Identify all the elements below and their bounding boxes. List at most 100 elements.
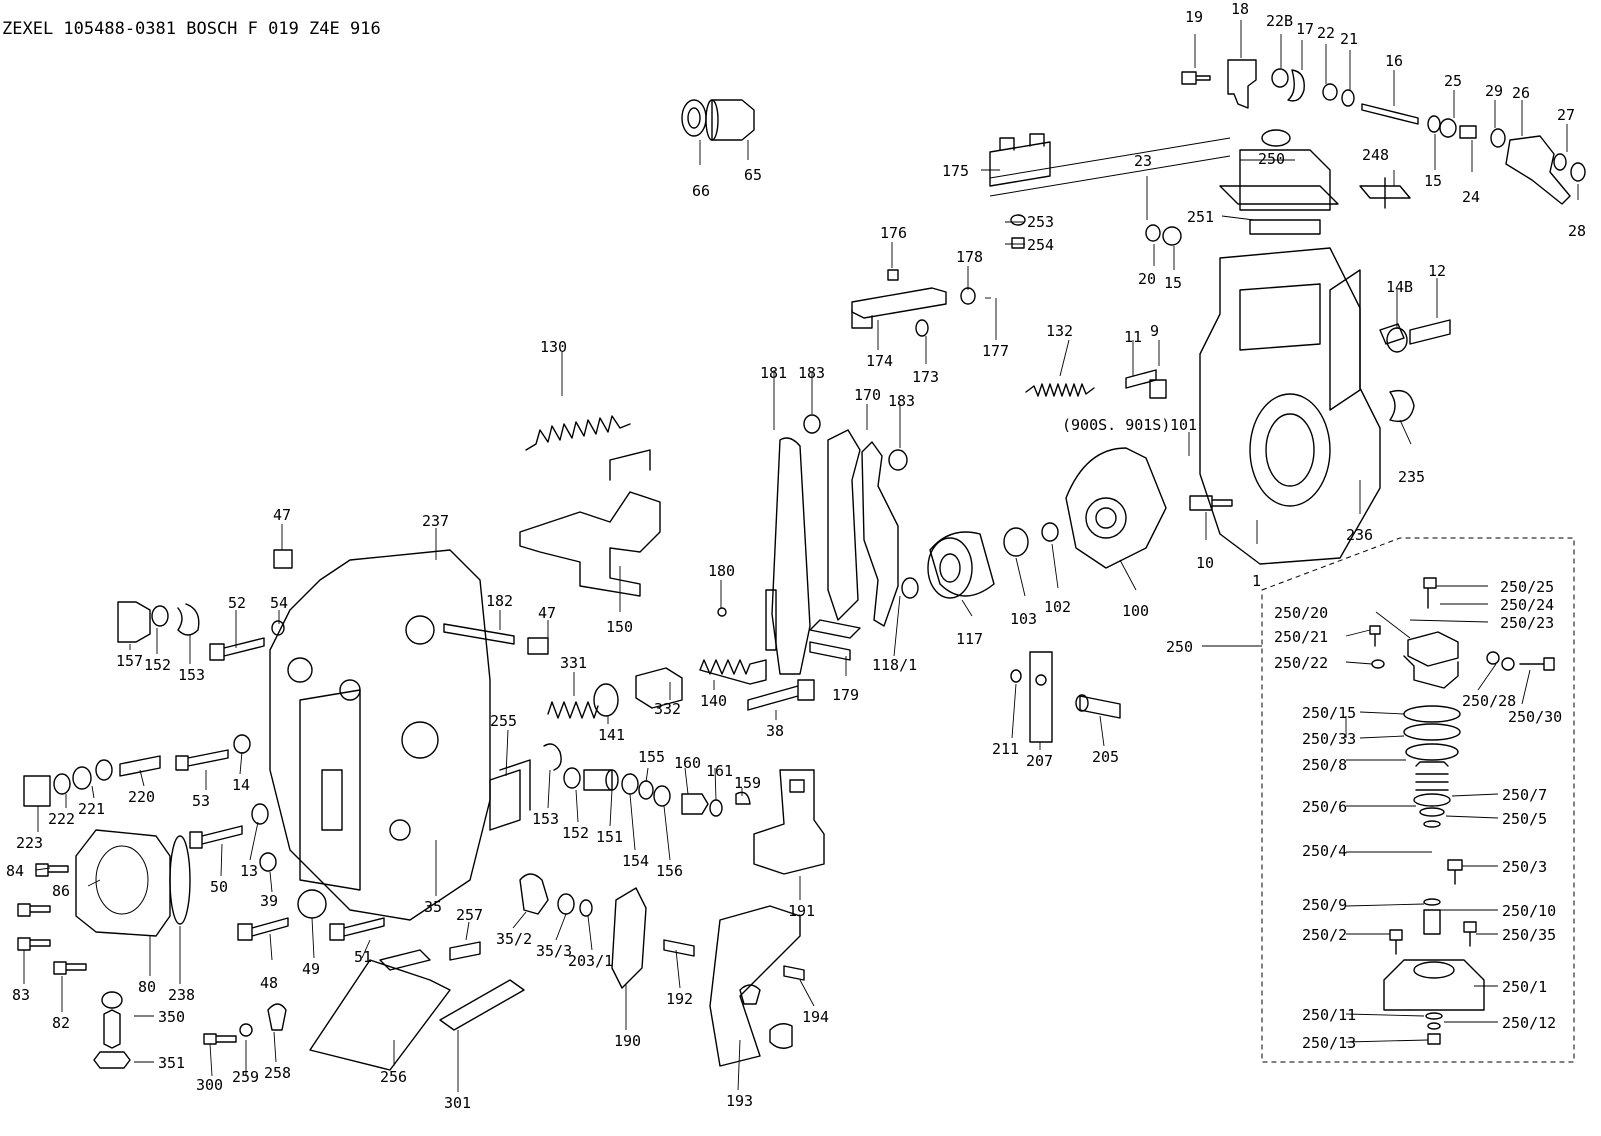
- label-177: 177: [982, 342, 1009, 360]
- label-152-a: 152: [144, 656, 171, 674]
- label-53: 53: [192, 792, 210, 810]
- label-54: 54: [270, 594, 288, 612]
- label-250-30: 250/30: [1508, 708, 1562, 726]
- label-173: 173: [912, 368, 939, 386]
- label-203-1: 203/1: [568, 952, 613, 970]
- label-13: 13: [240, 862, 258, 880]
- label-156: 156: [656, 862, 683, 880]
- label-80: 80: [138, 978, 156, 996]
- part-drawings: [17, 59, 1586, 1071]
- label-255: 255: [490, 712, 517, 730]
- label-15-top: 15: [1424, 172, 1442, 190]
- label-82: 82: [52, 1014, 70, 1032]
- label-250-24: 250/24: [1500, 596, 1554, 614]
- label-101: 101: [1170, 416, 1197, 434]
- label-192: 192: [666, 990, 693, 1008]
- label-100: 100: [1122, 602, 1149, 620]
- leader-lines: [23, 20, 1579, 1092]
- label-250-10: 250/10: [1502, 902, 1556, 920]
- label-35-2: 35/2: [496, 930, 532, 948]
- label-28: 28: [1568, 222, 1586, 240]
- label-117: 117: [956, 630, 983, 648]
- label-256: 256: [380, 1068, 407, 1086]
- label-14: 14: [232, 776, 250, 794]
- label-248: 248: [1362, 146, 1389, 164]
- label-250-7: 250/7: [1502, 786, 1547, 804]
- label-16: 16: [1385, 52, 1403, 70]
- label-183-b: 183: [888, 392, 915, 410]
- label-205: 205: [1092, 748, 1119, 766]
- label-26: 26: [1512, 84, 1530, 102]
- label-20: 20: [1138, 270, 1156, 288]
- label-35-3: 35/3: [536, 942, 572, 960]
- label-250-12: 250/12: [1502, 1014, 1556, 1032]
- label-258: 258: [264, 1064, 291, 1082]
- label-191: 191: [788, 902, 815, 920]
- label-250-15: 250/15: [1302, 704, 1356, 722]
- label-190: 190: [614, 1032, 641, 1050]
- label-250-25: 250/25: [1500, 578, 1554, 596]
- label-250-20: 250/20: [1274, 604, 1328, 622]
- label-25: 25: [1444, 72, 1462, 90]
- label-130: 130: [540, 338, 567, 356]
- label-152-b: 152: [562, 824, 589, 842]
- label-251: 251: [1187, 208, 1214, 226]
- label-250-11: 250/11: [1302, 1006, 1356, 1024]
- label-250-top: 250: [1258, 150, 1285, 168]
- label-23: 23: [1134, 152, 1152, 170]
- label-140: 140: [700, 692, 727, 710]
- label-254: 254: [1027, 236, 1054, 254]
- label-259: 259: [232, 1068, 259, 1086]
- label-48: 48: [260, 974, 278, 992]
- label-84: 84: [6, 862, 24, 880]
- label-10: 10: [1196, 554, 1214, 572]
- label-236: 236: [1346, 526, 1373, 544]
- label-250-2: 250/2: [1302, 926, 1347, 944]
- label-150: 150: [606, 618, 633, 636]
- label-250-28: 250/28: [1462, 692, 1516, 710]
- label-174: 174: [866, 352, 893, 370]
- label-221: 221: [78, 800, 105, 818]
- label-235: 235: [1398, 468, 1425, 486]
- label-250-13: 250/13: [1302, 1034, 1356, 1052]
- assembly-250-parts: [1369, 577, 1555, 1045]
- label-351: 351: [158, 1054, 185, 1072]
- label-250-22: 250/22: [1274, 654, 1328, 672]
- label-39: 39: [260, 892, 278, 910]
- label-24: 24: [1462, 188, 1480, 206]
- label-83: 83: [12, 986, 30, 1004]
- label-223: 223: [16, 834, 43, 852]
- label-153-a: 153: [178, 666, 205, 684]
- label-193: 193: [726, 1092, 753, 1110]
- label-66: 66: [692, 182, 710, 200]
- label-183-a: 183: [798, 364, 825, 382]
- label-250-21: 250/21: [1274, 628, 1328, 646]
- label-29: 29: [1485, 82, 1503, 100]
- label-157: 157: [116, 652, 143, 670]
- label-170: 170: [854, 386, 881, 404]
- label-257: 257: [456, 906, 483, 924]
- label-250-6: 250/6: [1302, 798, 1347, 816]
- label-237: 237: [422, 512, 449, 530]
- label-300: 300: [196, 1076, 223, 1094]
- label-222: 222: [48, 810, 75, 828]
- label-12: 12: [1428, 262, 1446, 280]
- label-175: 175: [942, 162, 969, 180]
- label-141: 141: [598, 726, 625, 744]
- label-22: 22: [1317, 24, 1335, 42]
- label-153-b: 153: [532, 810, 559, 828]
- label-160: 160: [674, 754, 701, 772]
- label-159: 159: [734, 774, 761, 792]
- label-179: 179: [832, 686, 859, 704]
- label-900s-901s: (900S. 901S): [1062, 416, 1170, 434]
- label-331: 331: [560, 654, 587, 672]
- label-178: 178: [956, 248, 983, 266]
- label-22b: 22B: [1266, 12, 1293, 30]
- label-102: 102: [1044, 598, 1071, 616]
- label-18: 18: [1231, 0, 1249, 18]
- label-15-mid: 15: [1164, 274, 1182, 292]
- label-65: 65: [744, 166, 762, 184]
- label-250-33: 250/33: [1302, 730, 1356, 748]
- label-1: 1: [1252, 572, 1261, 590]
- label-151: 151: [596, 828, 623, 846]
